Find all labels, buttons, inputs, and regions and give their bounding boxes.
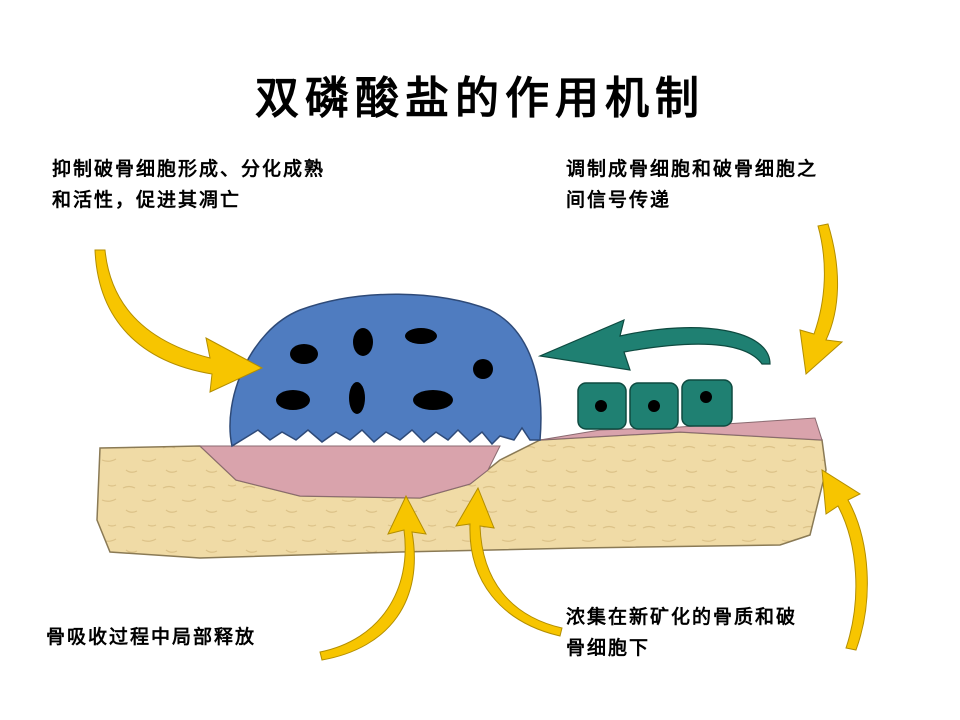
label-line: 骨细胞下 — [566, 637, 651, 659]
osteoblast-nucleus — [700, 391, 712, 403]
osteoblast-nucleus — [648, 400, 660, 412]
label-line: 间信号传递 — [566, 189, 672, 211]
new-osteoid-layer — [539, 417, 823, 441]
osteoclast-nucleus — [413, 390, 453, 410]
osteoclast-nucleus — [405, 328, 437, 344]
arrow-to-osteoclast — [94, 249, 264, 393]
label-concentration: 浓集在新矿化的骨质和破 骨细胞下 — [566, 602, 797, 664]
diagram-title: 双磷酸盐的作用机制 — [255, 73, 705, 124]
osteoclast-body — [229, 293, 542, 448]
osteoclast-nucleus — [473, 359, 493, 379]
osteoblast-cell — [681, 379, 733, 427]
label-line: 骨吸收过程中局部释放 — [46, 626, 257, 648]
label-inhibit-osteoclast: 抑制破骨细胞形成、分化成熟 和活性，促进其凋亡 — [52, 154, 325, 216]
label-line: 浓集在新矿化的骨质和破 — [566, 606, 798, 628]
signal-arrow — [537, 318, 771, 371]
arrow-to-osteoblasts — [799, 223, 844, 375]
label-line: 抑制破骨细胞形成、分化成熟 — [52, 158, 326, 180]
osteoclast-nucleus — [290, 344, 318, 364]
label-line: 调制成骨细胞和破骨细胞之 — [566, 158, 819, 180]
label-local-release: 骨吸收过程中局部释放 — [46, 622, 256, 653]
resorption-pit — [198, 445, 501, 499]
arrow-to-pit-left — [319, 494, 427, 661]
arrow-to-pit-right — [455, 486, 563, 637]
osteoclast — [229, 293, 542, 448]
osteoblast-nucleus — [595, 400, 607, 412]
osteoclast-nucleus — [349, 382, 365, 414]
osteoblasts — [577, 379, 733, 430]
arrow-to-bone-surface — [821, 469, 868, 651]
osteoclast-nucleus — [276, 390, 310, 410]
label-signal-modulation: 调制成骨细胞和破骨细胞之 间信号传递 — [566, 154, 818, 216]
yellow-arrows — [94, 223, 868, 661]
label-line: 和活性，促进其凋亡 — [52, 189, 242, 211]
osteoclast-nucleus — [353, 328, 373, 356]
